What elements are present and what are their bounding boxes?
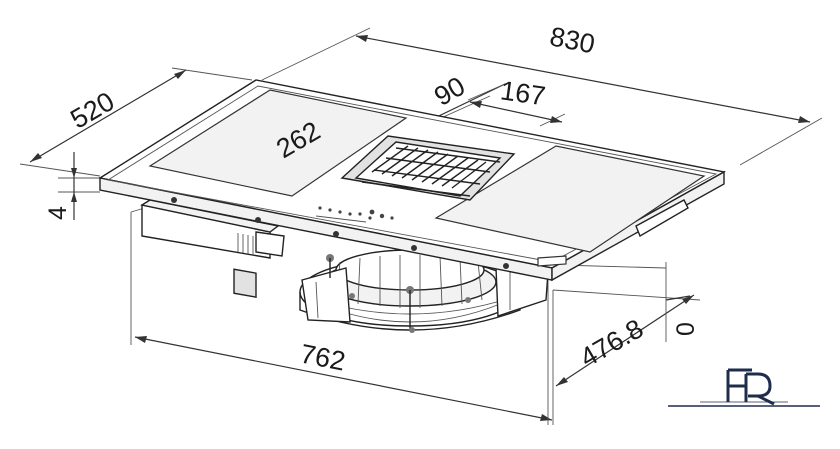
motor-unit [140, 199, 549, 333]
brand-logo [668, 368, 820, 407]
dim-offset-label: 0 [672, 322, 700, 336]
dim-depth-label: 520 [65, 86, 119, 135]
dim-cutout-depth-label: 476.8 [575, 313, 649, 373]
dim-vent-width-label: 167 [499, 75, 548, 111]
dim-height-label: 4 [44, 206, 72, 220]
dim-width-label: 830 [547, 21, 597, 59]
vent-grille [340, 135, 516, 201]
dim-vent-depth-label: 90 [429, 71, 470, 112]
fixing-points [171, 197, 509, 269]
hob-top [98, 79, 727, 282]
left-cooking-zone [148, 89, 408, 197]
right-cooking-zone [434, 145, 706, 253]
control-panel [315, 206, 394, 223]
